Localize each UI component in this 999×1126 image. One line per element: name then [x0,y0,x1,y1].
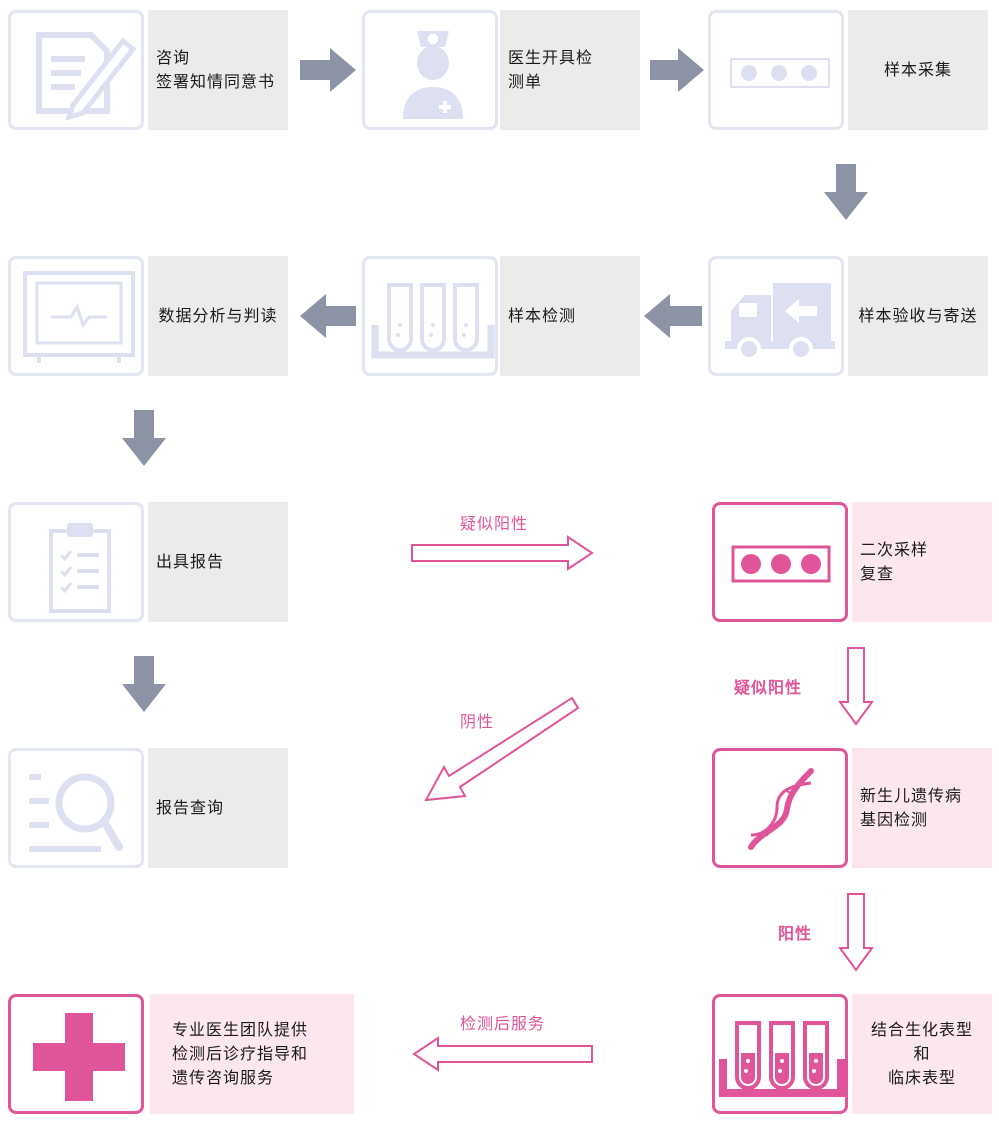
step-resample-label: 二次采样 复查 [860,540,929,583]
step-sample-collect-label: 样本采集 [883,60,952,79]
step-sample-test-label: 样本检测 [508,306,577,325]
step-service-label: 专业医生团队提供 检测后诊疗指导和 遗传咨询服务 [172,1020,309,1087]
medical-cross-icon [8,994,144,1114]
arrow-right-gray [650,48,704,92]
clipboard-checklist-icon [8,502,144,622]
arrow-left-gray [644,294,702,338]
sample-card-dots-icon [708,10,844,130]
step-report-label: 出具报告 [156,552,225,571]
step-gene-test-label: 新生儿遗传病 基因检测 [860,786,963,829]
doctor-nurse-icon [362,10,498,130]
step-sample-receive: 样本验收与寄送 [848,256,988,376]
magnifier-document-icon [8,748,144,868]
step-sample-test: 样本检测 [500,256,640,376]
step-consult: 咨询 签署知情同意书 [148,10,288,130]
test-tubes-icon [362,256,498,376]
arrow-diagonal-pink [424,696,580,802]
step-phenotype: 结合生化表型 和 临床表型 [852,994,992,1114]
arrow-right-gray [300,48,356,92]
step-doctor-label: 医生开具检 测单 [508,48,594,91]
arrow-right-pink [411,535,594,571]
step-report: 出具报告 [148,502,288,622]
step-sample-receive-label: 样本验收与寄送 [858,306,978,325]
step-data-analysis-label: 数据分析与判读 [158,306,278,325]
arrow-down-gray [824,164,868,220]
arrow-label-negative: 阴性 [460,712,495,731]
arrow-down-pink [838,893,874,972]
step-sample-collect: 样本采集 [848,10,988,130]
step-consult-label: 咨询 签署知情同意书 [156,48,276,91]
delivery-truck-icon [708,256,844,376]
arrow-down-gray [122,410,166,466]
step-doctor: 医生开具检 测单 [500,10,640,130]
step-gene-test: 新生儿遗传病 基因检测 [852,748,992,868]
arrow-label-post-test-service: 检测后服务 [460,1014,546,1033]
step-data-analysis: 数据分析与判读 [148,256,288,376]
arrow-down-pink [838,647,874,726]
consent-form-pen-icon [8,10,144,130]
dna-helix-icon [712,748,848,868]
monitor-pulse-icon [8,256,144,376]
step-phenotype-label: 结合生化表型 和 临床表型 [870,1020,973,1087]
arrow-label-suspected-positive: 疑似阳性 [734,678,803,697]
arrow-label-positive: 阳性 [778,924,813,943]
arrow-left-pink [412,1036,593,1072]
step-resample: 二次采样 复查 [852,502,992,622]
arrow-left-gray [300,294,356,338]
arrow-down-gray [122,656,166,712]
arrow-label-suspected-positive: 疑似阳性 [460,514,529,533]
step-report-query-label: 报告查询 [156,798,225,817]
test-tubes-icon [712,994,848,1114]
step-report-query: 报告查询 [148,748,288,868]
step-service: 专业医生团队提供 检测后诊疗指导和 遗传咨询服务 [150,994,354,1114]
sample-card-dots-icon [712,502,848,622]
